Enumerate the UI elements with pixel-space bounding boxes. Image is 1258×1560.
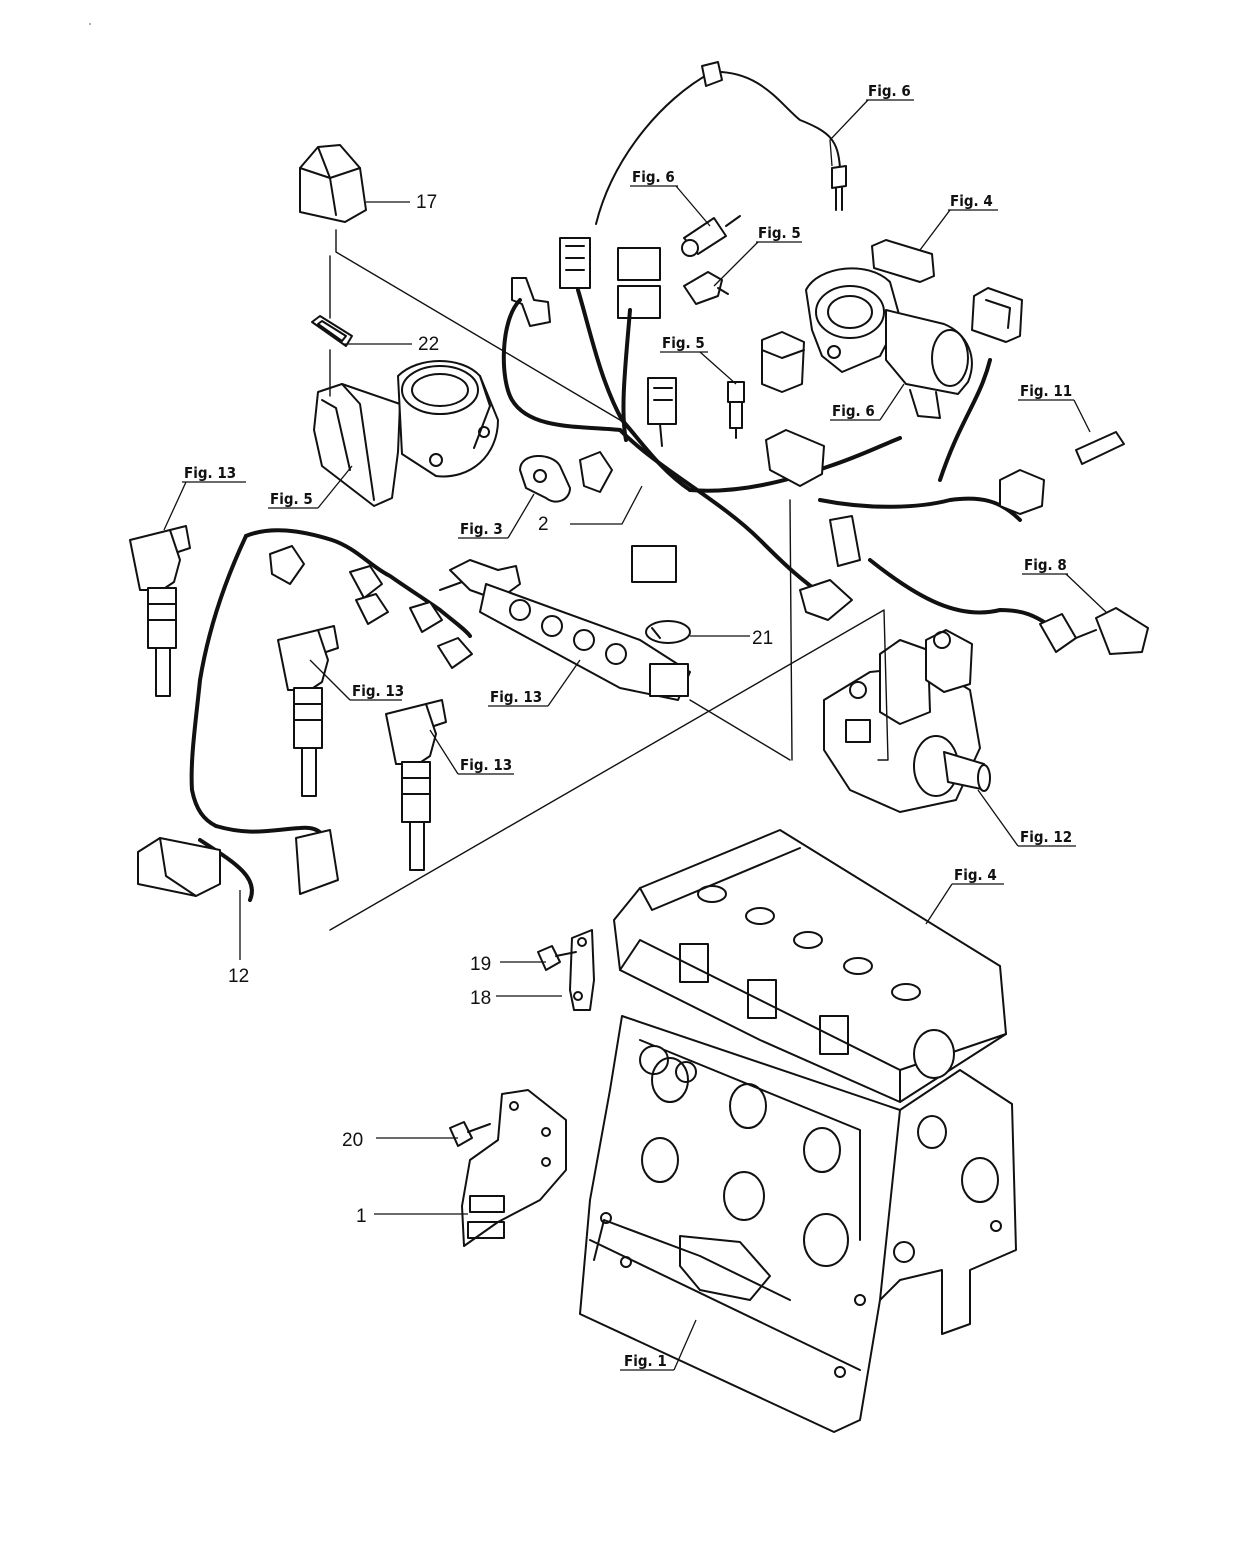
bolt-20 — [449, 1121, 491, 1147]
callout-17: 17 — [416, 192, 437, 213]
injector-harness — [137, 528, 473, 902]
fig-ref-6-sensor[interactable]: Fig. 6 — [632, 168, 675, 186]
harness-connector-block — [511, 237, 661, 327]
fig-ref-3[interactable]: Fig. 3 — [460, 520, 503, 538]
guide-lines — [329, 229, 889, 931]
map-sensor — [647, 377, 677, 447]
callout-18: 18 — [470, 988, 491, 1009]
cylinder-block — [579, 1015, 1017, 1433]
injector-right — [385, 699, 447, 871]
pressure-sensor — [727, 381, 745, 439]
fig-ref-1[interactable]: Fig. 1 — [624, 1352, 667, 1370]
egr-connector — [871, 239, 1023, 343]
crankshaft-sensor — [519, 454, 571, 503]
callout-20: 20 — [342, 1130, 363, 1151]
common-rail — [439, 559, 691, 701]
connector-cover-17 — [299, 144, 367, 223]
fig-ref-11[interactable]: Fig. 11 — [1020, 382, 1072, 400]
egr-valve — [805, 267, 973, 419]
callout-2: 2 — [538, 514, 549, 535]
fig-ref-8[interactable]: Fig. 8 — [1024, 556, 1067, 574]
temperature-sensor — [681, 215, 741, 257]
callout-12: 12 — [228, 966, 249, 987]
fig-ref-4-egr[interactable]: Fig. 4 — [950, 192, 993, 210]
clamp-21 — [645, 620, 691, 644]
fig-ref-6-mid[interactable]: Fig. 6 — [832, 402, 875, 420]
fig-ref-13-center[interactable]: Fig. 13 — [352, 682, 404, 700]
bolt-19 — [537, 945, 577, 971]
corner-mark — [89, 23, 91, 25]
figure-references: Fig. 6 Fig. 6 Fig. 5 Fig. 4 Fig. 5 Fig. … — [184, 82, 1072, 1370]
fig-ref-13-rail[interactable]: Fig. 13 — [490, 688, 542, 706]
fig-ref-5-mid[interactable]: Fig. 5 — [662, 334, 705, 352]
main-wiring-harness — [501, 288, 1125, 630]
callout-22: 22 — [418, 334, 439, 355]
callout-21: 21 — [752, 628, 773, 649]
fig-ref-13-lower[interactable]: Fig. 13 — [460, 756, 512, 774]
injector-left — [129, 525, 191, 697]
bracket-1 — [461, 1089, 567, 1247]
cylinder-head — [613, 829, 1007, 1103]
harness-relay — [761, 331, 805, 393]
fig-ref-4-head[interactable]: Fig. 4 — [954, 866, 997, 884]
fig-ref-6-top[interactable]: Fig. 6 — [868, 82, 911, 100]
fig-ref-5-upper[interactable]: Fig. 5 — [758, 224, 801, 242]
part-callouts: 17 22 2 21 12 19 18 20 1 — [228, 192, 773, 1227]
fig-ref-5-throttle[interactable]: Fig. 5 — [270, 490, 313, 508]
callout-1: 1 — [356, 1206, 367, 1227]
gasket-22 — [311, 315, 353, 347]
bracket-18 — [569, 929, 595, 1011]
callout-19: 19 — [470, 954, 491, 975]
leader-lines — [163, 99, 1107, 1371]
fig-ref-12[interactable]: Fig. 12 — [1020, 828, 1072, 846]
fig-ref-13-left[interactable]: Fig. 13 — [184, 464, 236, 482]
upper-sensor-lead — [595, 61, 847, 225]
fuel-injection-pump — [823, 629, 991, 813]
oil-pressure-switch — [1039, 607, 1149, 655]
injector-center — [277, 625, 339, 797]
throttle-body — [313, 360, 499, 507]
speed-sensor — [683, 271, 729, 305]
